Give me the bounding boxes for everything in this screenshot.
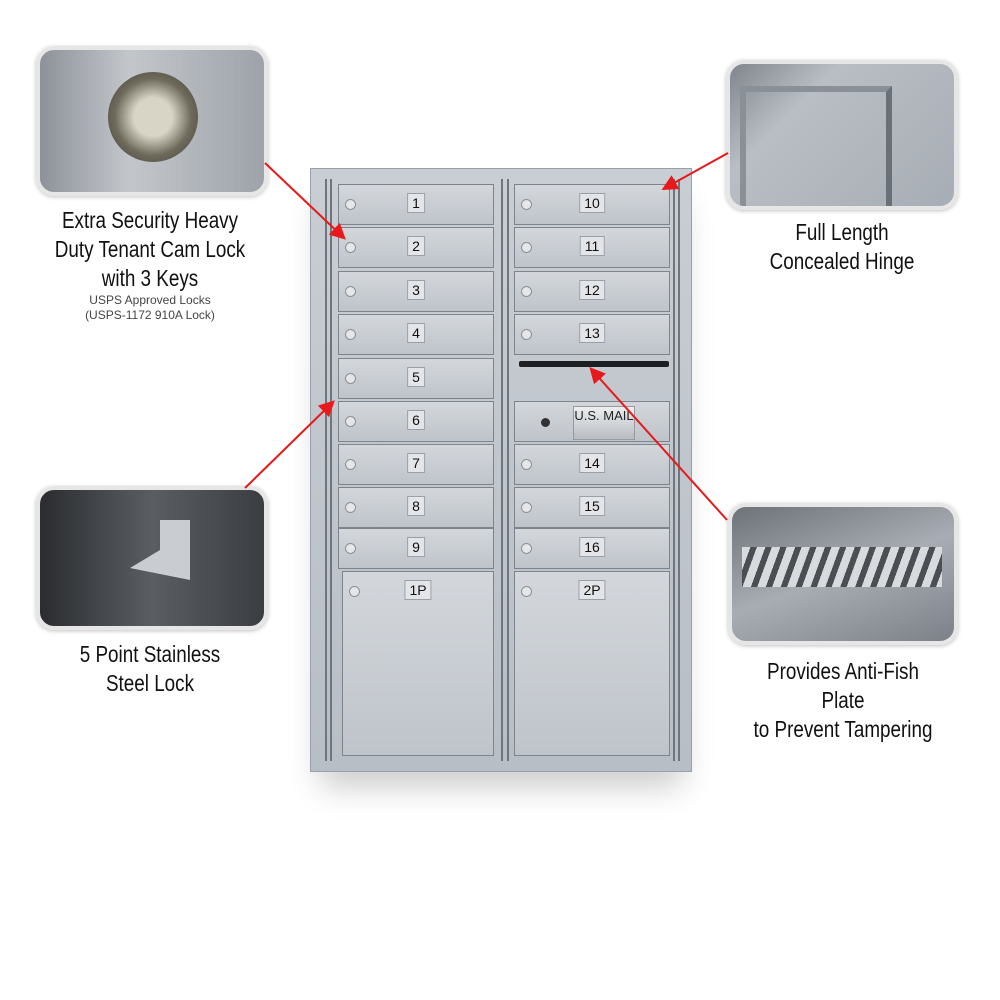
lock-icon: [345, 543, 356, 554]
lock-icon: [521, 286, 532, 297]
mailbox-door[interactable]: 4: [338, 314, 494, 355]
caption-line: Steel Lock: [105, 670, 195, 696]
door-number: 5: [407, 367, 425, 387]
lock-icon: [345, 459, 356, 470]
hinge-caption: Full Length Concealed Hinge: [730, 218, 954, 276]
mailbox-door[interactable]: 13: [514, 314, 670, 355]
lock-icon: [345, 329, 356, 340]
door-number: 2P: [578, 580, 606, 600]
lock-icon: [345, 416, 356, 427]
mailbox-door[interactable]: 9: [338, 528, 494, 569]
mailbox-door[interactable]: 3: [338, 271, 494, 312]
door-number: 9: [407, 537, 425, 557]
lock-icon: [521, 543, 532, 554]
mailbox-door[interactable]: 16: [514, 528, 670, 569]
stainless-lock-caption: 5 Point Stainless Steel Lock: [30, 640, 270, 698]
stainless-lock-closeup: [36, 486, 268, 630]
mailbox-door[interactable]: 14: [514, 444, 670, 485]
caption-line: Provides Anti-Fish Plate: [766, 658, 919, 713]
door-number: 7: [407, 453, 425, 473]
outgoing-mail-slot[interactable]: [519, 361, 669, 367]
anti-fish-caption: Provides Anti-Fish Plate to Prevent Tamp…: [728, 657, 958, 744]
door-number: 14: [579, 453, 605, 473]
mailbox-door[interactable]: 7: [338, 444, 494, 485]
hinge-closeup: [726, 60, 958, 210]
caption-line: Full Length: [795, 219, 889, 245]
door-number: 1: [407, 193, 425, 213]
lock-icon: [345, 199, 356, 210]
anti-fish-closeup: [728, 503, 958, 645]
mailbox-door[interactable]: 10: [514, 184, 670, 225]
lock-icon: [521, 586, 532, 597]
mailbox-door[interactable]: 6: [338, 401, 494, 442]
lock-icon: [345, 502, 356, 513]
door-number: 8: [407, 496, 425, 516]
mailbox-door[interactable]: 15: [514, 487, 670, 528]
mailbox-door[interactable]: 11: [514, 227, 670, 268]
caption-subline: (USPS-1172 910A Lock): [85, 308, 215, 322]
mailbox-door[interactable]: 5: [338, 358, 494, 399]
caption-line: to Prevent Tampering: [753, 716, 933, 742]
mailbox-door[interactable]: 1P: [342, 571, 494, 756]
caption-line: with 3 Keys: [101, 265, 199, 291]
lock-icon: [345, 373, 356, 384]
caption-line: 5 Point Stainless: [79, 641, 221, 667]
mailbox-door[interactable]: 8: [338, 487, 494, 528]
us-mail-door: U.S. MAIL: [514, 401, 670, 442]
lock-icon: [521, 459, 532, 470]
lock-icon: [521, 329, 532, 340]
mailbox-door[interactable]: 12: [514, 271, 670, 312]
door-number: 16: [579, 537, 605, 557]
mailbox-door[interactable]: 2P: [514, 571, 670, 756]
door-number: 13: [579, 323, 605, 343]
door-number: 11: [579, 236, 605, 256]
us-mail-plate: U.S. MAIL: [574, 408, 634, 423]
cam-lock-caption: Extra Security Heavy Duty Tenant Cam Loc…: [30, 206, 270, 323]
door-number: 1P: [404, 580, 432, 600]
door-number: 12: [579, 280, 605, 300]
mailbox-door[interactable]: 2: [338, 227, 494, 268]
door-number: 4: [407, 323, 425, 343]
caption-subline: USPS Approved Locks: [89, 293, 211, 307]
cam-lock-closeup: [36, 46, 268, 196]
door-number: 15: [579, 496, 605, 516]
lock-icon: [345, 286, 356, 297]
door-number: 3: [407, 280, 425, 300]
door-number: 6: [407, 410, 425, 430]
lock-icon: [521, 502, 532, 513]
caption-line: Duty Tenant Cam Lock: [54, 236, 246, 262]
lock-icon: [345, 242, 356, 253]
caption-line: Concealed Hinge: [769, 248, 915, 274]
mailbox-door[interactable]: 1: [338, 184, 494, 225]
caption-line: Extra Security Heavy: [61, 207, 239, 233]
lock-icon: [521, 199, 532, 210]
lock-icon: [521, 242, 532, 253]
door-number: 2: [407, 236, 425, 256]
lock-icon: [108, 72, 198, 162]
door-number: 10: [579, 193, 605, 213]
lock-icon: [349, 586, 360, 597]
